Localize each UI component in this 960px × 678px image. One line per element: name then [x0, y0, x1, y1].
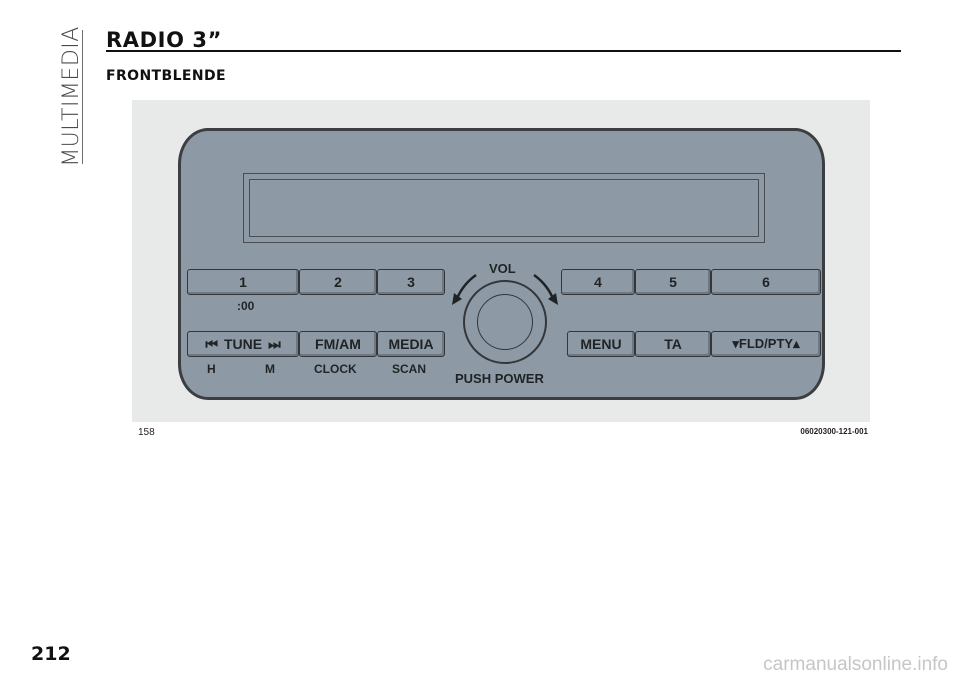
fm-am-label: FM/AM [315, 336, 361, 352]
figure-number: 158 [138, 427, 155, 438]
tune-label: TUNE [223, 336, 263, 352]
radio-display-inner [249, 179, 759, 237]
preset-1-sublabel: :00 [237, 299, 255, 313]
preset-2-button[interactable]: 2 [299, 269, 377, 295]
preset-4-label: 4 [594, 274, 602, 290]
menu-label: MENU [580, 336, 622, 352]
media-label: MEDIA [388, 336, 434, 352]
menu-button[interactable]: MENU [567, 331, 635, 357]
preset-4-button[interactable]: 4 [561, 269, 635, 295]
side-divider [82, 30, 83, 164]
vol-label: VOL [489, 261, 516, 276]
preset-3-button[interactable]: 3 [377, 269, 445, 295]
watermark: carmanualsonline.info [763, 654, 948, 675]
fm-am-button[interactable]: FM/AM [299, 331, 377, 357]
figure-code: 06020300-121-001 [800, 427, 868, 436]
preset-1-button[interactable]: 1 [187, 269, 299, 295]
fld-pty-button[interactable]: ▾FLD/PTY▴ [711, 331, 821, 357]
title-divider [106, 50, 901, 52]
page-subtitle: FRONTBLENDE [106, 68, 226, 84]
radio-display [243, 173, 765, 243]
clock-sublabel: CLOCK [314, 362, 357, 376]
preset-5-button[interactable]: 5 [635, 269, 711, 295]
tune-next-icon: ⏭ [268, 335, 281, 352]
radio-figure: 1 2 3 :00 4 5 6 ⏮ TUNE ⏭ FM/AM MEDIA [132, 100, 870, 422]
push-power-label: PUSH POWER [455, 371, 544, 386]
preset-1-label: 1 [239, 274, 247, 290]
tune-h-sublabel: H [207, 362, 216, 376]
preset-6-label: 6 [762, 274, 770, 290]
section-side-label-text: MULTIMEDIA [58, 25, 84, 167]
radio-front-panel: 1 2 3 :00 4 5 6 ⏮ TUNE ⏭ FM/AM MEDIA [178, 128, 825, 400]
volume-power-knob[interactable] [463, 280, 547, 364]
page-title: RADIO 3” [106, 28, 223, 52]
preset-3-label: 3 [407, 274, 415, 290]
preset-5-label: 5 [669, 274, 677, 290]
tune-prev-icon: ⏮ [205, 335, 218, 352]
preset-2-label: 2 [334, 274, 342, 290]
preset-6-button[interactable]: 6 [711, 269, 821, 295]
media-button[interactable]: MEDIA [377, 331, 445, 357]
tune-button[interactable]: ⏮ TUNE ⏭ [187, 331, 299, 357]
fld-pty-label: ▾FLD/PTY▴ [732, 336, 800, 351]
ta-button[interactable]: TA [635, 331, 711, 357]
scan-sublabel: SCAN [392, 362, 427, 376]
volume-arrows-icon [452, 273, 558, 305]
tune-m-sublabel: M [265, 362, 275, 376]
ta-label: TA [664, 336, 682, 352]
page-number: 212 [31, 643, 71, 665]
volume-knob-center[interactable] [477, 294, 533, 350]
